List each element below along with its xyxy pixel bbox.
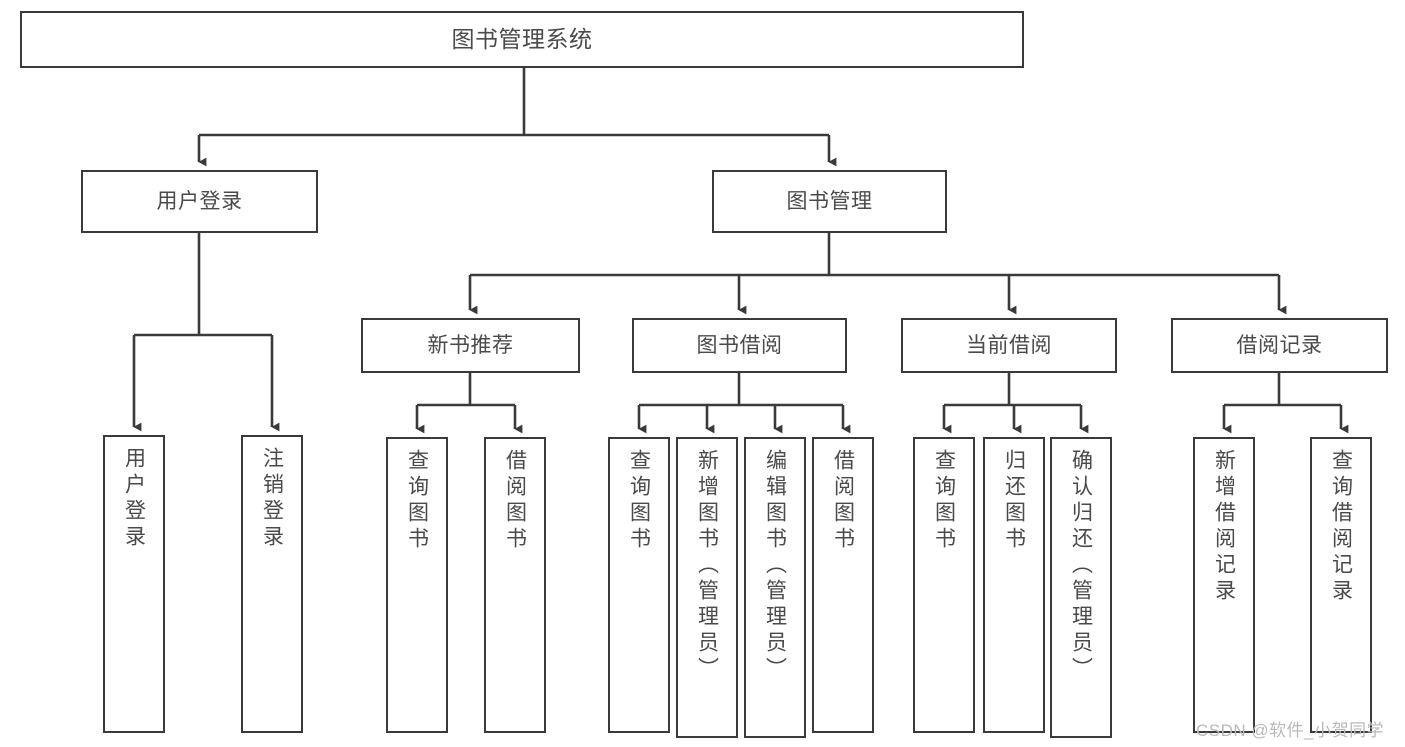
node-leaf-confirm-return[interactable]: 确认归还（管理员）: [1050, 437, 1112, 738]
node-leaf-return-book-label: 归还图书: [1002, 449, 1026, 553]
node-leaf-query-book-3-label: 查询图书: [932, 449, 956, 553]
node-leaf-query-book-2-label: 查询图书: [627, 449, 651, 553]
node-leaf-add-record[interactable]: 新增借阅记录: [1193, 437, 1255, 733]
node-leaf-return-book[interactable]: 归还图书: [983, 437, 1045, 733]
node-leaf-query-book-2[interactable]: 查询图书: [608, 437, 670, 733]
node-leaf-borrow-book-1[interactable]: 借阅图书: [484, 437, 546, 733]
node-user-login-label: 用户登录: [156, 189, 243, 213]
node-leaf-user-login-label: 用户登录: [122, 447, 146, 551]
node-leaf-query-book-1-label: 查询图书: [405, 449, 429, 553]
node-book-manage-label: 图书管理: [786, 189, 873, 213]
node-leaf-add-book[interactable]: 新增图书（管理员）: [676, 437, 738, 738]
node-leaf-add-record-label: 新增借阅记录: [1212, 449, 1236, 605]
node-leaf-edit-book[interactable]: 编辑图书（管理员）: [744, 437, 806, 738]
node-new-book-rec-label: 新书推荐: [427, 333, 514, 357]
node-new-book-rec[interactable]: 新书推荐: [361, 318, 580, 373]
node-root[interactable]: 图书管理系统: [20, 11, 1024, 68]
csdn-watermark: CSDN @软件_小贺同学: [1196, 721, 1385, 740]
node-leaf-user-login[interactable]: 用户登录: [103, 435, 165, 733]
node-user-login[interactable]: 用户登录: [81, 170, 318, 233]
node-leaf-query-record-label: 查询借阅记录: [1329, 449, 1353, 605]
node-root-label: 图书管理系统: [451, 25, 593, 52]
node-borrow-record-label: 借阅记录: [1236, 333, 1323, 357]
node-leaf-add-book-label: 新增图书（管理员）: [695, 449, 719, 683]
node-book-borrow[interactable]: 图书借阅: [632, 318, 847, 373]
node-leaf-borrow-book-2-label: 借阅图书: [831, 449, 855, 553]
node-leaf-user-logout[interactable]: 注销登录: [241, 435, 303, 733]
node-leaf-query-book-3[interactable]: 查询图书: [913, 437, 975, 733]
node-leaf-borrow-book-2[interactable]: 借阅图书: [812, 437, 874, 733]
node-leaf-query-record[interactable]: 查询借阅记录: [1310, 437, 1372, 733]
node-leaf-confirm-return-label: 确认归还（管理员）: [1069, 449, 1093, 683]
node-current-borrow[interactable]: 当前借阅: [901, 318, 1117, 373]
node-leaf-edit-book-label: 编辑图书（管理员）: [763, 449, 787, 683]
node-leaf-query-book-1[interactable]: 查询图书: [386, 437, 448, 733]
node-book-manage[interactable]: 图书管理: [712, 170, 947, 233]
node-book-borrow-label: 图书借阅: [696, 333, 783, 357]
node-leaf-user-logout-label: 注销登录: [260, 447, 284, 551]
node-leaf-borrow-book-1-label: 借阅图书: [503, 449, 527, 553]
node-borrow-record[interactable]: 借阅记录: [1171, 318, 1388, 373]
node-current-borrow-label: 当前借阅: [966, 333, 1052, 357]
